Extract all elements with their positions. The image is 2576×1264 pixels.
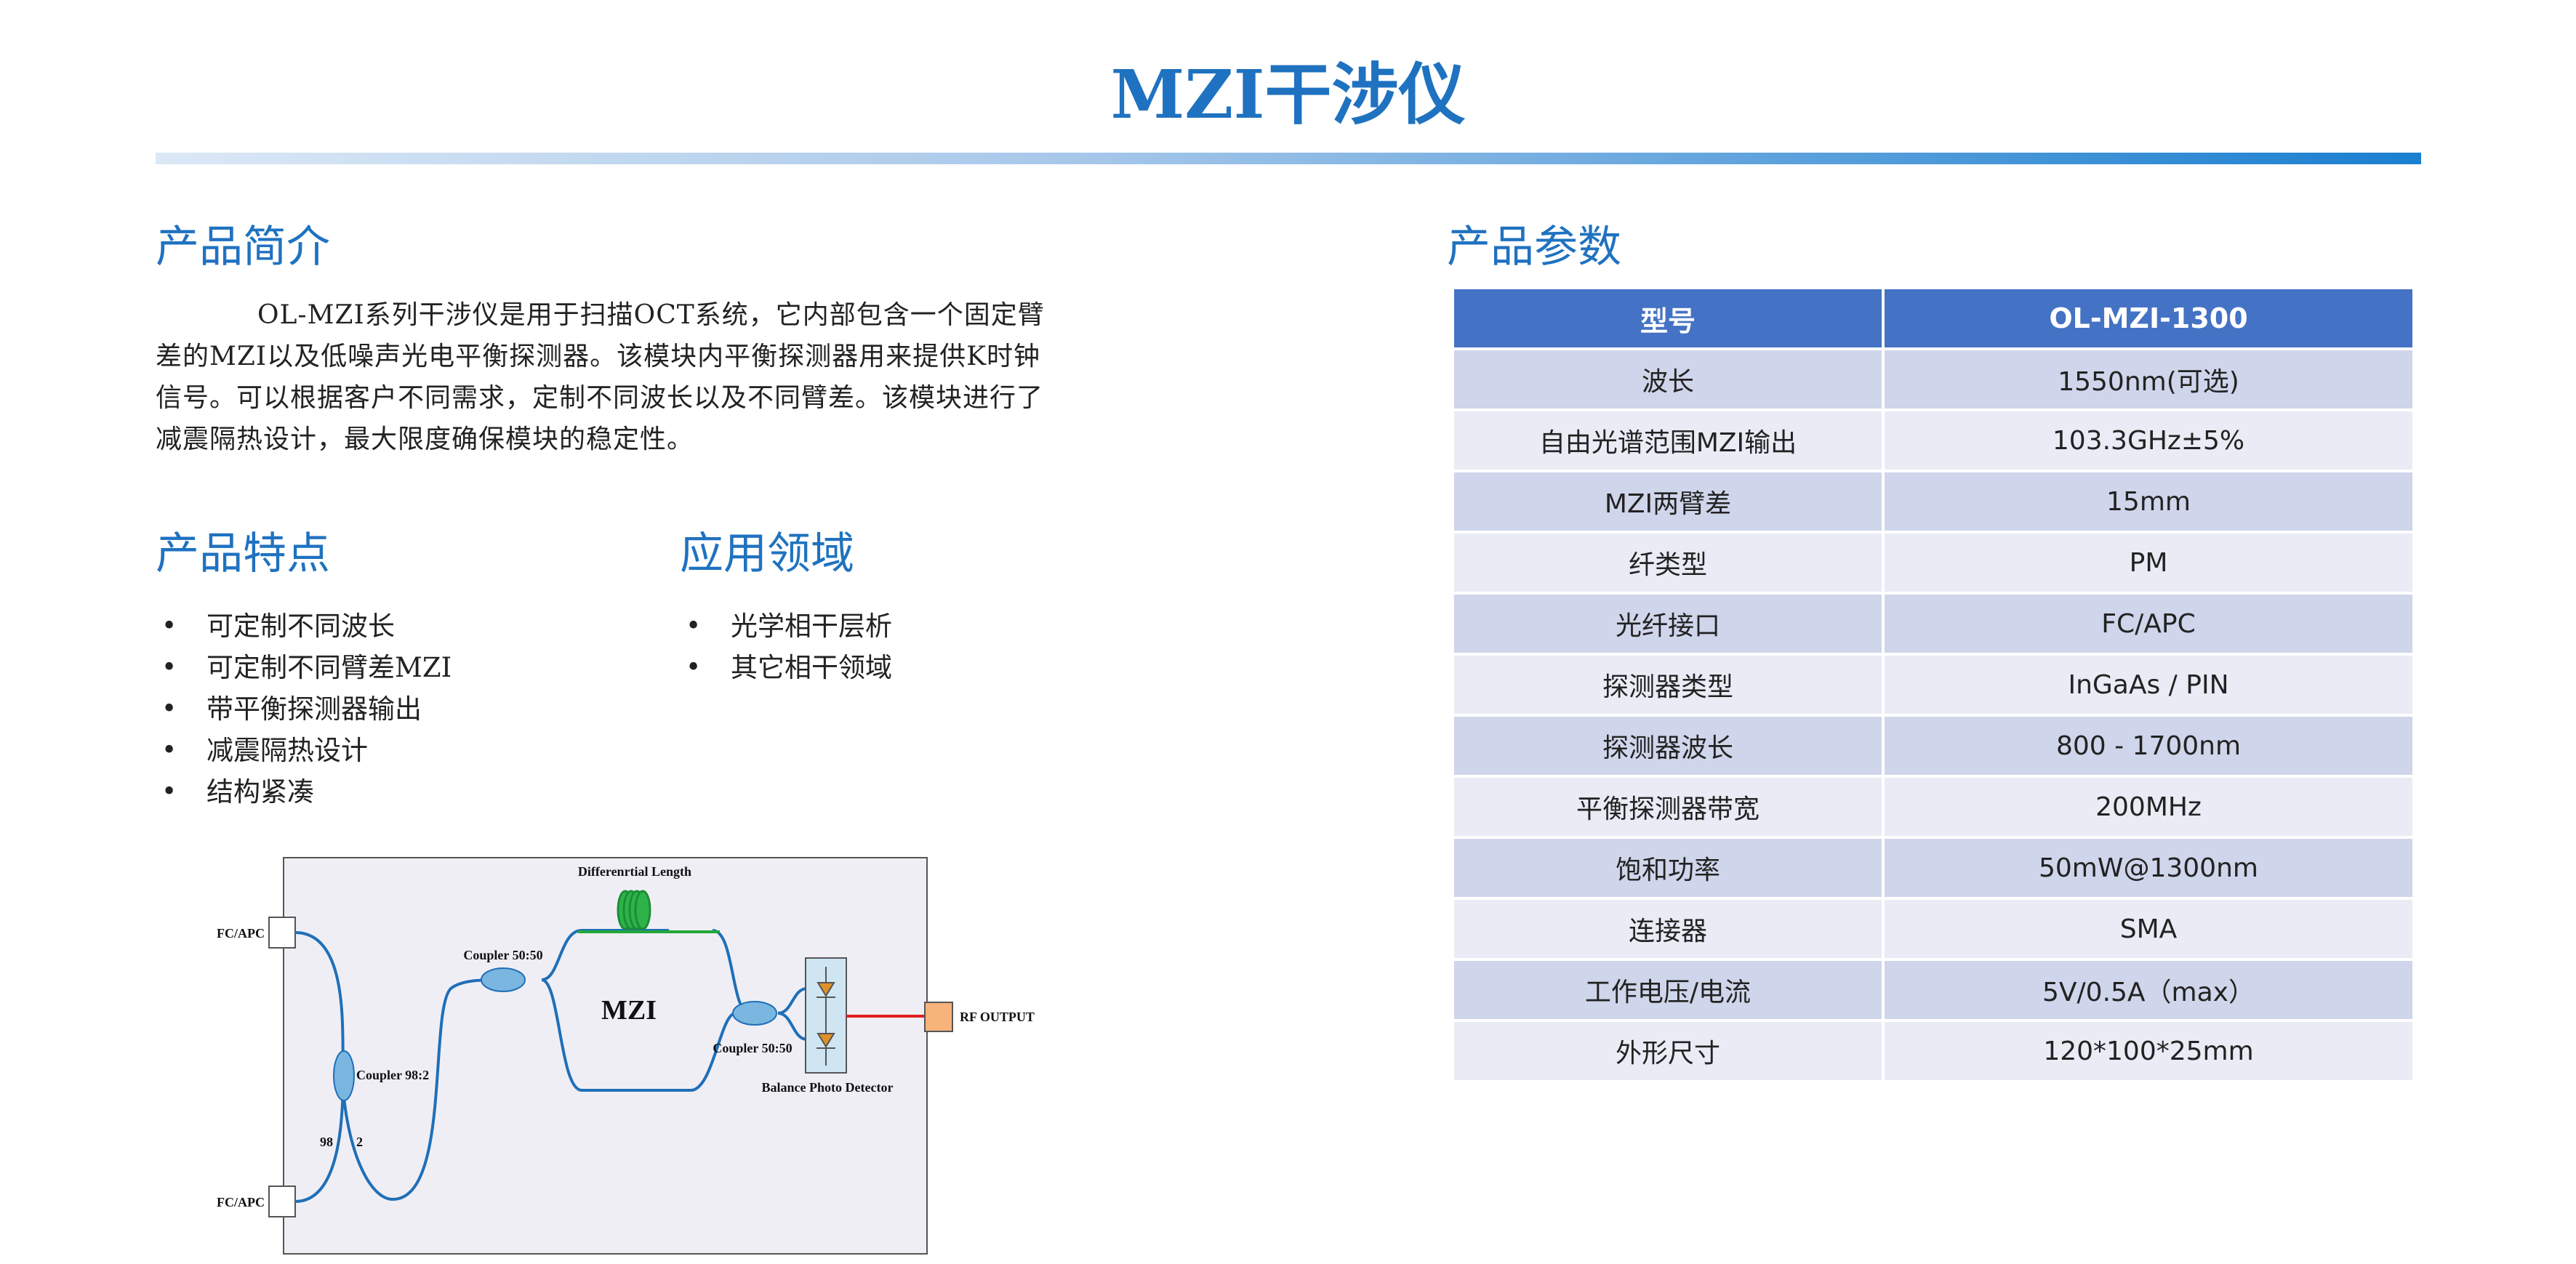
port-2-label: 2 <box>356 1135 363 1149</box>
table-header-row: 型号 OL-MZI-1300 <box>1454 289 2415 350</box>
header-cell-model-label: 型号 <box>1454 289 1885 350</box>
applications-list: •光学相干层析 •其它相干领域 <box>680 605 892 688</box>
rf-output-label: RF OUTPUT <box>960 1010 1035 1024</box>
fc-apc-bottom-label: FC/APC <box>217 1195 265 1209</box>
fiber-coil-icon <box>617 890 651 930</box>
fc-apc-top-label: FC/APC <box>217 926 265 941</box>
applications-heading: 应用领域 <box>680 528 854 579</box>
bullet-icon: • <box>161 653 177 683</box>
list-item: •可定制不同波长 <box>156 605 452 647</box>
list-item: •结构紧凑 <box>156 771 452 813</box>
coupler-50-50-left-icon <box>481 967 526 992</box>
port-98-label: 98 <box>320 1135 333 1149</box>
list-item: •可定制不同臂差MZI <box>156 647 452 688</box>
page-title: MZI干涉仪 <box>1110 55 1466 134</box>
list-item: •带平衡探测器输出 <box>156 688 452 730</box>
intro-heading: 产品简介 <box>156 222 330 273</box>
bullet-icon: • <box>161 611 177 641</box>
list-item: •光学相干层析 <box>680 605 892 647</box>
bullet-icon: • <box>686 611 702 641</box>
features-heading: 产品特点 <box>156 528 330 579</box>
list-item: •减震隔热设计 <box>156 730 452 771</box>
bullet-icon: • <box>161 694 177 724</box>
mzi-schematic-diagram: FC/APC FC/APC Differenrtial Length Coupl <box>211 850 1047 1257</box>
params-heading: 产品参数 <box>1447 222 1621 273</box>
list-item: •其它相干领域 <box>680 647 892 688</box>
mzi-label: MZI <box>601 995 657 1026</box>
bullet-icon: • <box>686 653 702 683</box>
coupler-98-2-label: Coupler 98:2 <box>356 1068 429 1082</box>
features-list: •可定制不同波长 •可定制不同臂差MZI •带平衡探测器输出 •减震隔热设计 •… <box>156 605 452 813</box>
photodiode-icon <box>816 982 835 1049</box>
title-divider-bar <box>156 153 2421 164</box>
bullet-icon: • <box>161 736 177 765</box>
header-cell-model-value: OL-MZI-1300 <box>1883 289 2415 350</box>
bullet-icon: • <box>161 777 177 807</box>
coupler-50-50-right-icon <box>732 1001 777 1026</box>
fc-apc-top-port <box>268 917 296 949</box>
rf-output-port <box>924 1002 953 1032</box>
differential-length-label: Differenrtial Length <box>578 864 691 879</box>
coupler-50-50-left-label: Coupler 50:50 <box>463 948 542 962</box>
balance-detector-label: Balance Photo Detector <box>762 1080 894 1095</box>
coupler-98-2-icon <box>333 1050 355 1101</box>
fc-apc-bottom-port <box>268 1185 296 1217</box>
intro-paragraph: OL-MZI系列干涉仪是用于扫描OCT系统，它内部包含一个固定臂差的MZI以及低… <box>156 300 1045 454</box>
schematic-svg: FC/APC FC/APC Differenrtial Length Coupl <box>217 857 1035 1255</box>
coupler-50-50-right-label: Coupler 50:50 <box>713 1041 792 1055</box>
